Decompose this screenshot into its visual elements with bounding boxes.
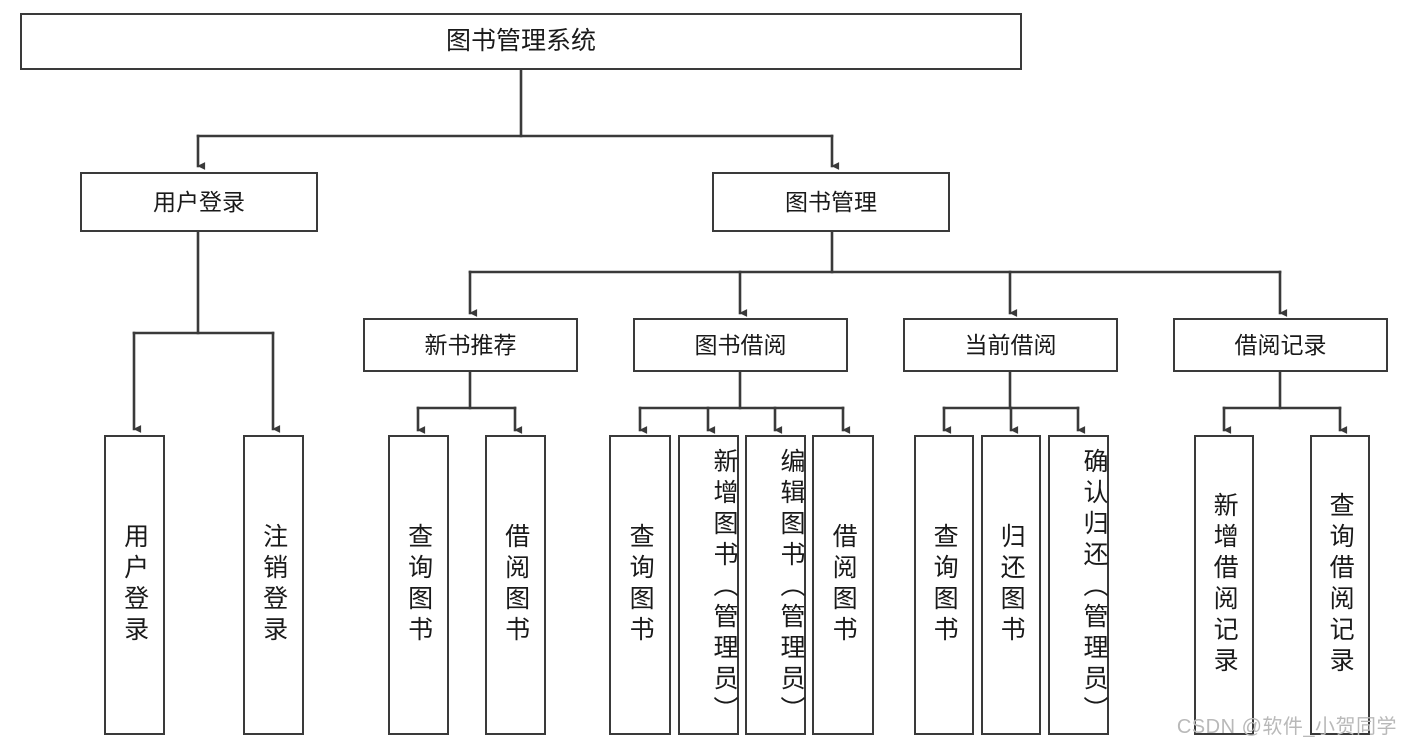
node-leaf-add-book-label: 新增图书（管理员） (710, 447, 738, 727)
node-leaf-confirm-return-label: 确认归还（管理员） (1080, 447, 1108, 727)
node-leaf-edit-book[interactable]: 编辑图书（管理员） (745, 435, 806, 735)
node-leaf-query-record[interactable]: 查询借阅记录 (1310, 435, 1370, 735)
node-leaf-return-book[interactable]: 归还图书 (981, 435, 1041, 735)
node-leaf-borrow-book-1-label: 借阅图书 (501, 523, 530, 647)
node-book-manage[interactable]: 图书管理 (712, 172, 950, 232)
node-leaf-query-book-2-label: 查询图书 (626, 523, 655, 647)
node-leaf-query-book-3-label: 查询图书 (930, 523, 959, 647)
node-current-borrow[interactable]: 当前借阅 (903, 318, 1118, 372)
node-leaf-borrow-book-2-label: 借阅图书 (829, 523, 858, 647)
node-leaf-logout-login-label: 注销登录 (259, 523, 288, 647)
node-leaf-query-book-1[interactable]: 查询图书 (388, 435, 449, 735)
node-leaf-add-record-label: 新增借阅记录 (1210, 492, 1239, 678)
node-leaf-query-book-3[interactable]: 查询图书 (914, 435, 974, 735)
node-book-borrow-label: 图书借阅 (694, 331, 787, 358)
node-book-manage-label: 图书管理 (785, 188, 877, 215)
node-user-login-label: 用户登录 (153, 188, 245, 215)
node-leaf-add-record[interactable]: 新增借阅记录 (1194, 435, 1254, 735)
node-root-label: 图书管理系统 (445, 27, 596, 56)
node-leaf-borrow-book-1[interactable]: 借阅图书 (485, 435, 546, 735)
node-new-book-recommend-label: 新书推荐 (424, 331, 517, 358)
node-leaf-user-login-label: 用户登录 (120, 523, 149, 647)
node-current-borrow-label: 当前借阅 (964, 331, 1057, 358)
node-borrow-record-label: 借阅记录 (1234, 331, 1327, 358)
node-leaf-edit-book-label: 编辑图书（管理员） (777, 447, 805, 727)
node-borrow-record[interactable]: 借阅记录 (1173, 318, 1388, 372)
node-leaf-query-record-label: 查询借阅记录 (1326, 492, 1355, 678)
node-leaf-query-book-2[interactable]: 查询图书 (609, 435, 671, 735)
node-leaf-add-book[interactable]: 新增图书（管理员） (678, 435, 739, 735)
node-leaf-return-book-label: 归还图书 (997, 523, 1026, 647)
node-user-login[interactable]: 用户登录 (80, 172, 318, 232)
node-leaf-query-book-1-label: 查询图书 (404, 523, 433, 647)
node-root[interactable]: 图书管理系统 (20, 13, 1022, 70)
watermark-text: CSDN @软件_小贺同学 (1176, 716, 1397, 738)
node-book-borrow[interactable]: 图书借阅 (633, 318, 848, 372)
node-leaf-borrow-book-2[interactable]: 借阅图书 (812, 435, 874, 735)
node-leaf-user-login[interactable]: 用户登录 (104, 435, 165, 735)
node-new-book-recommend[interactable]: 新书推荐 (363, 318, 578, 372)
node-leaf-confirm-return[interactable]: 确认归还（管理员） (1048, 435, 1109, 735)
node-leaf-logout-login[interactable]: 注销登录 (243, 435, 304, 735)
